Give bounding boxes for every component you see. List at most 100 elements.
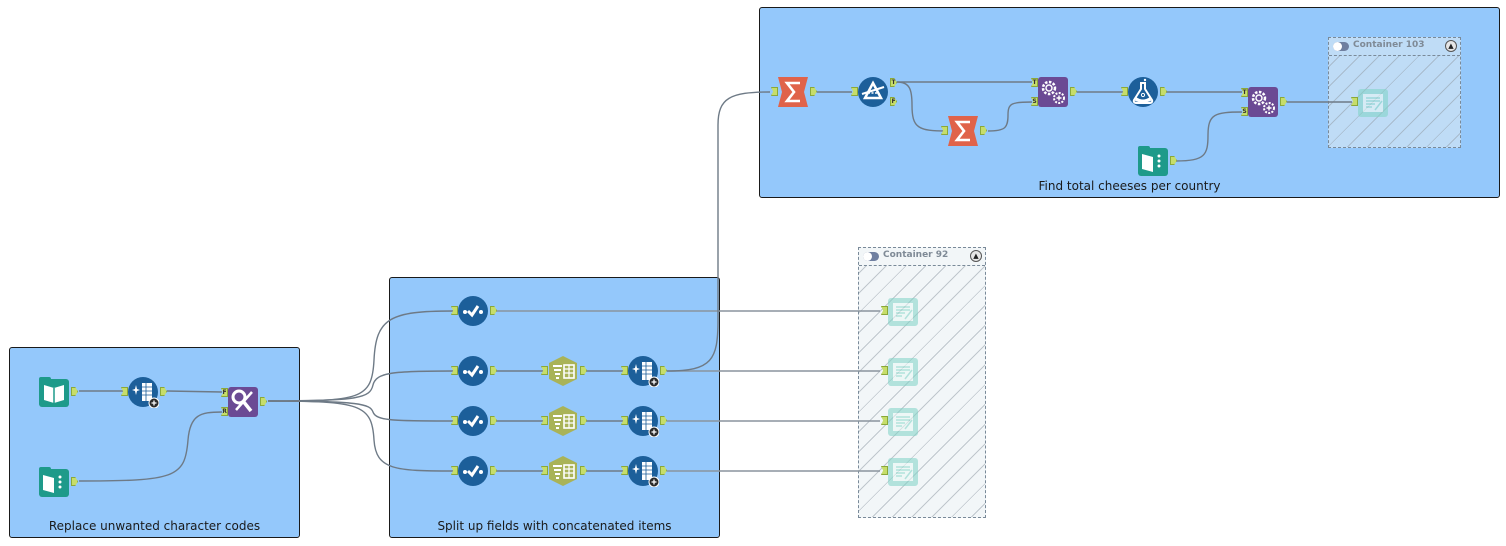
tool-select[interactable] (457, 405, 489, 437)
tool-select[interactable] (457, 295, 489, 327)
output-anchor[interactable] (980, 126, 987, 135)
book-icon (38, 376, 70, 408)
tool-multi-field-formula[interactable] (627, 405, 659, 437)
formula-icon (127, 376, 159, 408)
tool-text-to-columns[interactable] (547, 355, 579, 387)
output-anchor[interactable] (580, 416, 587, 425)
tool-append-fields[interactable] (1247, 86, 1279, 118)
anchor-label: T (1242, 89, 1247, 96)
container-header: Container 92 ▲ (859, 248, 985, 266)
tool-summarize[interactable] (947, 115, 979, 147)
tool-input-data[interactable] (38, 376, 70, 408)
browse-icon (887, 295, 919, 327)
output-anchor[interactable] (490, 306, 497, 315)
gears-icon (1247, 86, 1279, 118)
tool-formula[interactable] (1127, 76, 1159, 108)
container-split-up-fields[interactable]: Split up fields with concatenated items (389, 277, 720, 538)
tool-text-input[interactable] (38, 466, 70, 498)
container-title: Container 92 (883, 250, 949, 260)
output-anchor[interactable] (490, 466, 497, 475)
tool-select[interactable] (457, 455, 489, 487)
find-replace-icon (227, 386, 259, 418)
connection (896, 81, 948, 132)
tool-text-input[interactable] (1137, 145, 1169, 177)
anchor-label: F (222, 389, 227, 396)
disabled-hatch (859, 266, 985, 517)
connection (166, 390, 223, 393)
flask-icon (1127, 76, 1159, 108)
browse-icon (887, 455, 919, 487)
tool-text-to-columns[interactable] (547, 405, 579, 437)
anchor-label: T (891, 79, 896, 86)
anchor-label: T (1032, 79, 1037, 86)
browse-icon (887, 355, 919, 387)
formula-icon (627, 455, 659, 487)
tool-multi-field-formula[interactable] (127, 376, 159, 408)
output-anchor[interactable] (1070, 87, 1077, 96)
tool-filter[interactable] (857, 76, 889, 108)
text-to-columns-icon (547, 405, 579, 437)
output-anchor[interactable] (660, 416, 667, 425)
tool-select[interactable] (457, 355, 489, 387)
output-anchor[interactable] (1170, 156, 1177, 165)
output-anchor[interactable] (490, 366, 497, 375)
tool-output[interactable] (1357, 86, 1389, 118)
anchor-label: S (1242, 108, 1247, 115)
text-to-columns-icon (547, 355, 579, 387)
sigma-icon (947, 115, 979, 147)
output-anchor[interactable] (580, 366, 587, 375)
container-header: Container 103 ▲ (1329, 38, 1460, 56)
collapse-icon[interactable]: ▲ (970, 250, 982, 262)
container-caption: Split up fields with concatenated items (437, 519, 672, 533)
output-anchor[interactable] (260, 397, 267, 406)
connection (666, 91, 771, 372)
enable-toggle[interactable] (863, 252, 879, 261)
text-input-icon (38, 466, 70, 498)
select-icon (457, 355, 489, 387)
tool-multi-field-formula[interactable] (627, 355, 659, 387)
text-to-columns-icon (547, 455, 579, 487)
anchor-label: F (891, 98, 896, 105)
enable-toggle[interactable] (1333, 42, 1349, 51)
collapse-icon[interactable]: ▲ (1445, 40, 1457, 52)
container-caption: Replace unwanted character codes (48, 519, 261, 533)
output-anchor[interactable]: F (890, 97, 897, 106)
select-icon (457, 405, 489, 437)
tool-output[interactable] (887, 455, 919, 487)
select-icon (457, 295, 489, 327)
tool-multi-field-formula[interactable] (627, 455, 659, 487)
output-anchor[interactable] (71, 477, 78, 486)
output-anchor[interactable] (490, 416, 497, 425)
output-anchor[interactable] (660, 466, 667, 475)
container-title: Container 103 (1353, 40, 1425, 50)
output-anchor[interactable] (1160, 87, 1167, 96)
filter-icon (857, 76, 889, 108)
formula-icon (627, 355, 659, 387)
output-anchor[interactable] (580, 466, 587, 475)
connection (267, 400, 454, 472)
browse-icon (887, 405, 919, 437)
output-anchor[interactable] (1280, 97, 1287, 106)
tool-append-fields[interactable] (1037, 76, 1069, 108)
tool-output[interactable] (887, 295, 919, 327)
tool-text-to-columns[interactable] (547, 455, 579, 487)
connection (78, 411, 223, 482)
output-anchor[interactable] (160, 387, 167, 396)
tool-find-replace[interactable] (227, 386, 259, 418)
output-anchor[interactable] (660, 366, 667, 375)
tool-output[interactable] (887, 355, 919, 387)
output-anchor[interactable]: T (890, 78, 897, 87)
connection (1175, 111, 1243, 162)
browse-icon (1357, 86, 1389, 118)
container-replace-unwanted-character-codes[interactable]: Replace unwanted character codes (9, 347, 300, 538)
sigma-icon (777, 76, 809, 108)
select-icon (457, 455, 489, 487)
tool-output[interactable] (887, 405, 919, 437)
output-anchor[interactable] (810, 87, 817, 96)
tool-summarize[interactable] (777, 76, 809, 108)
disabled-container-92[interactable]: Container 92 ▲ (858, 247, 986, 518)
anchor-label: R (222, 408, 227, 415)
output-anchor[interactable] (71, 387, 78, 396)
